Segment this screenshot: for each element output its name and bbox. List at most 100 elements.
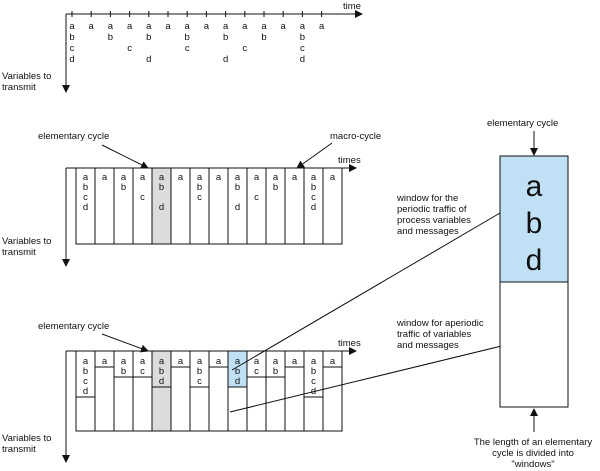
macro-variable-letter: a (311, 172, 317, 183)
macro-variable-letter: a (197, 172, 203, 183)
top-variable-letter: a (223, 21, 229, 32)
top-axis-label-line1: Variables to (2, 71, 51, 82)
aperiodic-label-line1: window for aperiodic (396, 318, 484, 329)
top-variable-letter: b (185, 32, 190, 43)
macro-times-label: times (338, 155, 361, 166)
window-variable-letter: a (216, 356, 222, 367)
macro-variable-letter: a (292, 172, 298, 183)
aperiodic-label-line3: and messages (397, 340, 459, 351)
window-variable-letter: c (254, 366, 259, 377)
macro-cycle-label: macro-cycle (330, 131, 381, 142)
window-variable-letter: a (178, 356, 184, 367)
window-variable-letter: b (159, 366, 164, 377)
window-variable-letter: b (121, 366, 126, 377)
window-variable-letter: c (311, 376, 316, 387)
macro-variable-letter: d (311, 202, 316, 213)
macro-variable-letter: a (83, 172, 89, 183)
macro-variable-letter: d (159, 202, 164, 213)
top-variable-letter: c (70, 43, 75, 54)
aperiodic-window-annotation: window for aperiodic traffic of variable… (229, 318, 519, 413)
window-variable-letter: a (140, 356, 146, 367)
aperiodic-window-block (499, 281, 569, 408)
window-variable-letter: a (235, 356, 241, 367)
macro-variable-letter: c (83, 192, 88, 203)
periodic-label-line3: process variables (397, 215, 471, 226)
window-variable-letter: c (197, 376, 202, 387)
window-axis-label-line1: Variables to (2, 433, 51, 444)
periodic-label-line1: window for the (396, 193, 458, 204)
top-variable-letter: b (223, 32, 228, 43)
macro-variable-letter: b (121, 182, 126, 193)
window-variable-letter: b (273, 366, 278, 377)
aperiodic-label-line2: traffic of variables (397, 329, 472, 340)
macro-variable-letter: d (235, 202, 240, 213)
top-variable-letter: b (69, 32, 74, 43)
window-variable-letter: b (83, 366, 88, 377)
window-variable-letter: c (140, 366, 145, 377)
window-variable-letter: c (83, 376, 88, 387)
window-variable-letter: a (102, 356, 108, 367)
top-variable-letter: c (300, 43, 305, 54)
periodic-label-line2: periodic traffic of (397, 204, 467, 215)
top-variable-letter: d (223, 54, 228, 65)
top-variable-letter: a (108, 21, 114, 32)
window-variable-letter: d (83, 386, 88, 397)
zoomed-elementary-cycle: elementary cycle a b d The length of an … (474, 118, 593, 470)
macro-variable-letter: b (311, 182, 316, 193)
periodic-label-line4: and messages (397, 226, 459, 237)
top-variable-letter: c (185, 43, 190, 54)
zoom-letter-d: d (526, 244, 543, 277)
top-variable-letter: b (261, 32, 266, 43)
macro-variable-letter: a (330, 172, 336, 183)
window-variable-letter: d (235, 376, 240, 387)
macro-variable-letter: d (83, 202, 88, 213)
periodic-connector (231, 212, 501, 371)
window-variable-letter: a (83, 356, 89, 367)
periodic-window-annotation: window for the periodic traffic of proce… (231, 193, 501, 371)
macro-elementary-cycle-label: elementary cycle (38, 131, 109, 142)
macro-variable-letter: b (273, 182, 278, 193)
macro-variable-letter: c (197, 192, 202, 203)
macro-elementary-cycle-arrow (101, 144, 149, 169)
top-variable-letter: a (242, 21, 248, 32)
top-variable-letter: a (69, 21, 75, 32)
window-variable-letter: b (197, 366, 202, 377)
macro-cycle-arrow (296, 142, 333, 169)
top-variable-letter: a (185, 21, 191, 32)
window-variable-letter: a (292, 356, 298, 367)
top-variable-letter: b (146, 32, 151, 43)
window-variable-letter: a (197, 356, 203, 367)
zoom-caption-line3: "windows" (511, 459, 554, 470)
zoom-caption-line2: cycle is divided into (492, 448, 574, 459)
top-variable-letter: a (261, 21, 267, 32)
macro-variable-letter: b (159, 182, 164, 193)
top-variable-letter: d (69, 54, 74, 65)
window-variable-letter: b (311, 366, 316, 377)
window-variable-letter: a (311, 356, 317, 367)
top-variable-letter: c (127, 43, 132, 54)
zoom-letter-a: a (526, 170, 543, 203)
aperiodic-connector (229, 341, 519, 413)
window-variable-letter: a (273, 356, 279, 367)
macro-variable-letter: a (273, 172, 279, 183)
top-variable-letter: a (146, 21, 152, 32)
window-variable-letter: a (330, 356, 336, 367)
macro-variable-letter: a (178, 172, 184, 183)
macro-variable-letter: a (121, 172, 127, 183)
top-variable-letter: a (281, 21, 287, 32)
top-axis-label-line2: transmit (2, 82, 36, 93)
top-variable-letter: b (300, 32, 305, 43)
macro-variable-letter: a (254, 172, 260, 183)
window-variable-letter: a (254, 356, 260, 367)
window-axis-label-line2: transmit (2, 444, 36, 455)
macro-variable-letter: c (140, 192, 145, 203)
macro-variable-letter: a (235, 172, 241, 183)
macro-variable-letter: c (254, 192, 259, 203)
macro-variable-letter: b (197, 182, 202, 193)
top-variable-letter: d (146, 54, 151, 65)
